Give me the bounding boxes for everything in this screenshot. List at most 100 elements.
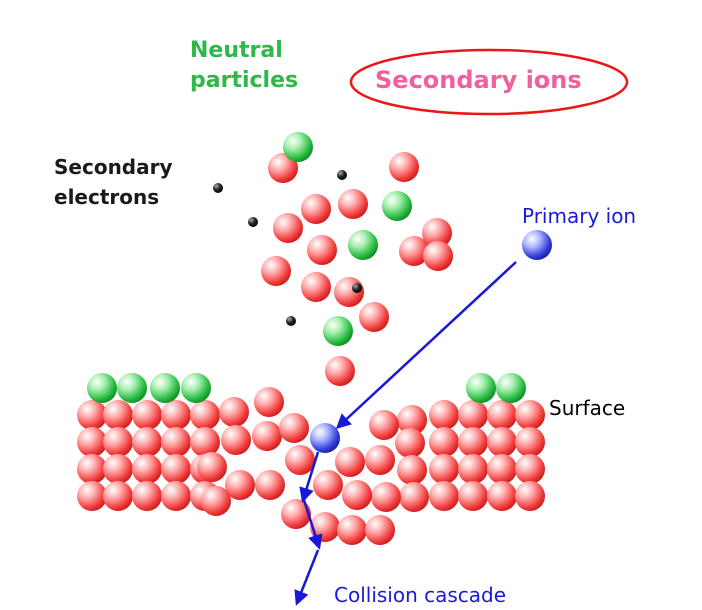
electron-particle-2 — [337, 170, 347, 180]
ion-particle-67 — [399, 236, 429, 266]
ion-particle-59 — [337, 515, 367, 545]
collision-cascade-label: Collision cascade — [334, 583, 507, 607]
ion-particle-61 — [268, 153, 298, 183]
ion-particle-6 — [103, 427, 133, 457]
surface-label: Surface — [549, 396, 626, 420]
ion-particle-28 — [429, 454, 459, 484]
neutral-particle-2 — [382, 191, 412, 221]
neutral-particle-8 — [181, 373, 211, 403]
ion-particle-68 — [422, 218, 452, 248]
ion-particle-35 — [487, 427, 517, 457]
electron-particle-4 — [352, 283, 362, 293]
ion-particle-34 — [487, 400, 517, 430]
secondary-electrons-label-line1: Secondary — [54, 155, 173, 179]
neutral-particle-1 — [283, 132, 313, 162]
ion-particle-40 — [515, 454, 545, 484]
secondary-electrons-label: Secondary electrons — [54, 152, 173, 212]
ion-particle-3 — [77, 454, 107, 484]
ion-particle-56 — [255, 470, 285, 500]
ion-particle-5 — [103, 400, 133, 430]
ion-particle-45 — [397, 455, 427, 485]
ion-particle-43 — [369, 410, 399, 440]
ion-particle-48 — [365, 445, 395, 475]
ion-particle-37 — [487, 481, 517, 511]
ion-particle-39 — [515, 427, 545, 457]
ion-particle-23 — [197, 452, 227, 482]
ion-particle-42 — [397, 405, 427, 435]
ion-particle-63 — [301, 194, 331, 224]
neutral-particle-10 — [496, 373, 526, 403]
ion-particle-58 — [310, 512, 340, 542]
ion-particle-1 — [77, 400, 107, 430]
primary-ion-particle-incoming — [522, 230, 552, 260]
ion-particles — [77, 152, 545, 545]
ion-particle-70 — [261, 256, 291, 286]
neutral-particle-4 — [323, 316, 353, 346]
ion-particle-21 — [219, 397, 249, 427]
cascade-arrow-1 — [299, 451, 320, 503]
ion-particle-8 — [103, 481, 133, 511]
primary-ion-trajectory-arrow — [335, 261, 517, 430]
ion-particle-52 — [254, 387, 284, 417]
ion-particle-27 — [429, 427, 459, 457]
ion-particle-33 — [458, 481, 488, 511]
ion-particle-31 — [458, 427, 488, 457]
ion-particle-7 — [103, 454, 133, 484]
neutral-particles-label-line2: particles — [190, 68, 299, 93]
ion-particle-65 — [273, 213, 303, 243]
secondary-ions-highlight — [349, 48, 629, 116]
primary-ion-particle-impact — [310, 423, 340, 453]
ion-particle-24 — [225, 470, 255, 500]
cascade-arrow-3 — [294, 549, 320, 606]
ion-particle-4 — [77, 481, 107, 511]
electron-particle-5 — [286, 316, 296, 326]
ion-particle-57 — [281, 499, 311, 529]
ion-particle-50 — [342, 480, 372, 510]
ion-particle-73 — [359, 302, 389, 332]
neutral-particles-label: Neutral particles — [190, 36, 298, 96]
ion-particle-54 — [279, 413, 309, 443]
ion-particle-46 — [399, 482, 429, 512]
ion-particle-17 — [190, 400, 220, 430]
ion-particle-26 — [429, 400, 459, 430]
ion-particle-49 — [335, 447, 365, 477]
ion-particle-25 — [201, 486, 231, 516]
ion-particle-69 — [423, 241, 453, 271]
neutral-particles-label-line1: Neutral — [190, 38, 283, 63]
ion-particle-15 — [161, 454, 191, 484]
primary-ion-label: Primary ion — [522, 204, 637, 228]
ion-particle-11 — [132, 454, 162, 484]
ion-particle-71 — [301, 272, 331, 302]
ion-particle-10 — [132, 427, 162, 457]
ion-particle-41 — [515, 481, 545, 511]
ion-particle-36 — [487, 454, 517, 484]
ion-particle-47 — [371, 482, 401, 512]
ion-particle-74 — [325, 356, 355, 386]
ion-particle-29 — [429, 481, 459, 511]
electron-particle-3 — [248, 217, 258, 227]
ion-particle-13 — [161, 400, 191, 430]
ion-particle-44 — [395, 428, 425, 458]
ion-particle-62 — [389, 152, 419, 182]
ion-particle-30 — [458, 400, 488, 430]
ion-particle-66 — [307, 235, 337, 265]
ion-particle-22 — [221, 425, 251, 455]
ion-particle-18 — [190, 427, 220, 457]
neutral-particle-3 — [348, 230, 378, 260]
ion-particle-60 — [365, 515, 395, 545]
ion-particle-2 — [77, 427, 107, 457]
neutral-particle-6 — [117, 373, 147, 403]
ion-particle-38 — [515, 400, 545, 430]
ion-particle-55 — [285, 445, 315, 475]
neutral-particle-5 — [87, 373, 117, 403]
ion-particle-12 — [132, 481, 162, 511]
neutral-particle-9 — [466, 373, 496, 403]
secondary-ions-label: Secondary ions — [375, 66, 582, 94]
ion-particle-16 — [161, 481, 191, 511]
ion-particle-9 — [132, 400, 162, 430]
cascade-arrow-2 — [302, 499, 323, 550]
ion-particle-53 — [252, 421, 282, 451]
electron-particle-1 — [213, 183, 223, 193]
secondary-electrons-label-line2: electrons — [54, 185, 160, 209]
